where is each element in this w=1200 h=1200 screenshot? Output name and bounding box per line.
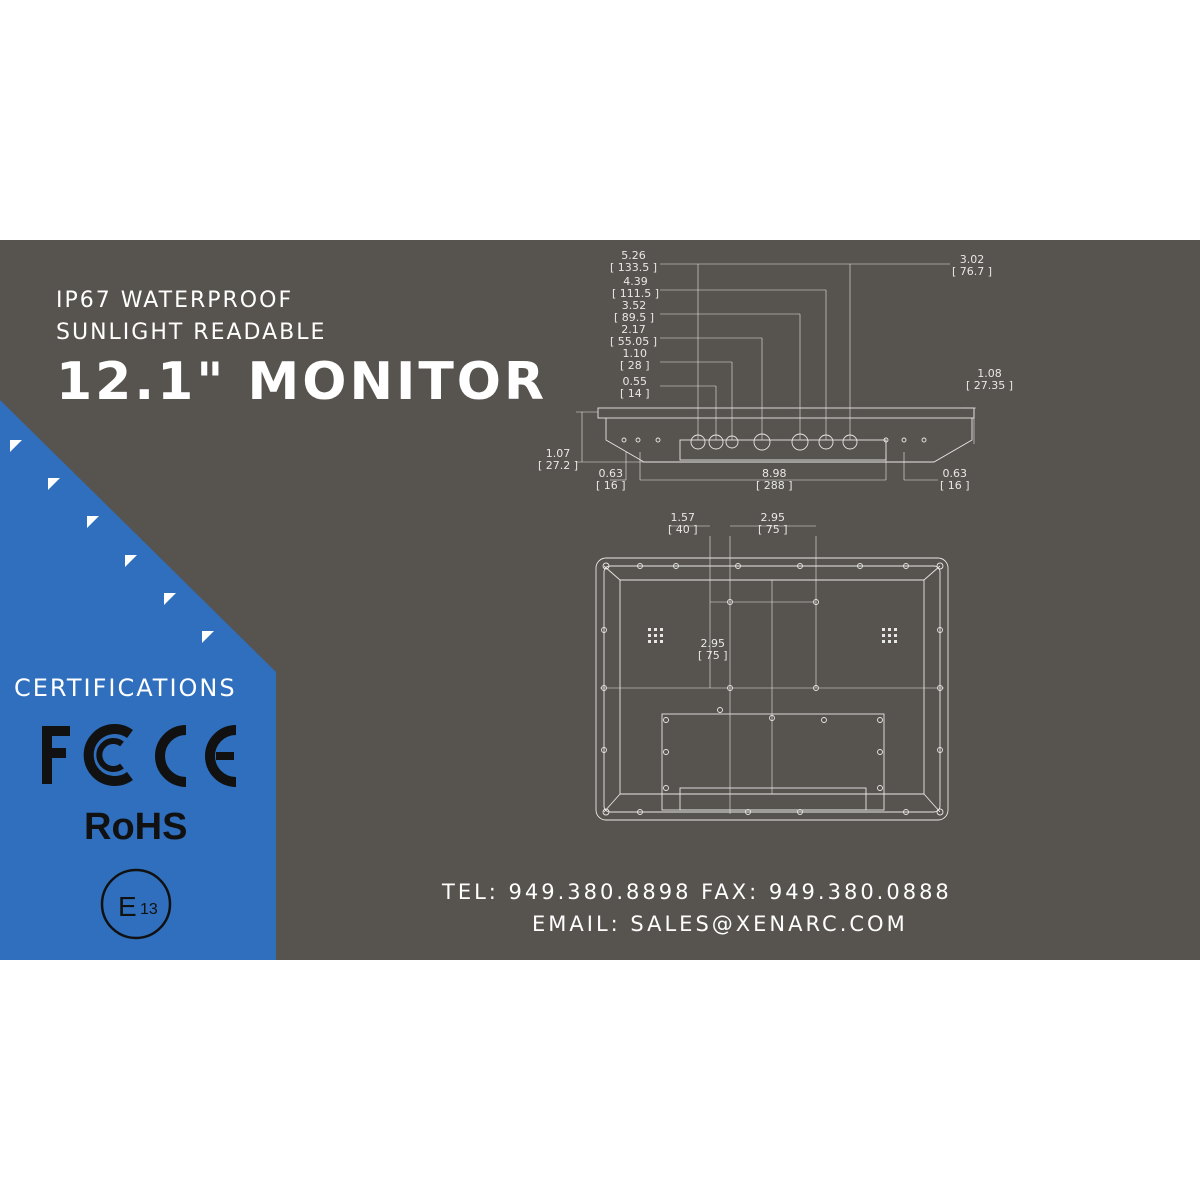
rear-view bbox=[595, 525, 949, 821]
decorative-triangles bbox=[10, 440, 214, 643]
dim-2-95-vertical: 2.95 [ 75 ] bbox=[698, 637, 728, 662]
triangle-icon bbox=[87, 516, 99, 528]
contact-phone-fax: TEL: 949.380.8898 FAX: 949.380.0888 bbox=[442, 880, 952, 904]
dim-2-17: 2.17 [ 55.05 ] bbox=[610, 323, 658, 348]
side-view bbox=[576, 263, 976, 481]
product-title: 12.1" MONITOR bbox=[56, 352, 548, 412]
e-mark-number: 13 bbox=[140, 901, 158, 918]
product-banner: IP67 WATERPROOF SUNLIGHT READABLE 12.1" … bbox=[0, 240, 1200, 960]
rohs-logo: RoHS bbox=[84, 806, 188, 848]
side-body bbox=[605, 418, 973, 463]
certification-panel bbox=[0, 400, 276, 960]
blue-panel-shape bbox=[0, 400, 276, 960]
certification-logos: E 13 bbox=[42, 724, 237, 940]
side-screws bbox=[621, 437, 927, 443]
feature-sunlight-readable: SUNLIGHT READABLE bbox=[56, 320, 327, 345]
dim-1-08: 1.08 [ 27.35 ] bbox=[966, 367, 1014, 392]
rear-connector-strip bbox=[679, 787, 867, 811]
dim-5-26: 5.26 [ 133.5 ] bbox=[610, 249, 658, 274]
dim-3-02: 3.02 [ 76.7 ] bbox=[952, 253, 993, 278]
dim-0-63-left: 0.63 [ 16 ] bbox=[596, 467, 626, 492]
certifications-label: CERTIFICATIONS bbox=[14, 674, 237, 702]
side-dimension-lines bbox=[576, 263, 976, 481]
technical-drawing bbox=[576, 263, 976, 821]
dim-8-98: 8.98 [ 288 ] bbox=[756, 467, 793, 492]
vesa-holes bbox=[727, 599, 819, 691]
ce-logo bbox=[155, 725, 237, 787]
dim-4-39: 4.39 [ 111.5 ] bbox=[612, 275, 660, 300]
e13-logo: E 13 bbox=[100, 868, 172, 940]
dim-1-07: 1.07 [ 27.2 ] bbox=[538, 447, 579, 472]
contact-email[interactable]: EMAIL: SALES@XENARC.COM bbox=[532, 912, 908, 936]
vesa-guides bbox=[600, 525, 944, 814]
vent-grilles bbox=[648, 628, 897, 643]
triangle-icon bbox=[164, 593, 176, 605]
triangle-icon bbox=[202, 631, 214, 643]
rear-screws bbox=[601, 562, 944, 816]
rear-outer-frame bbox=[595, 557, 949, 821]
dim-2-95-horizontal: 2.95 [ 75 ] bbox=[758, 511, 788, 536]
connector-block bbox=[679, 439, 887, 461]
dim-0-55: 0.55 [ 14 ] bbox=[620, 375, 650, 400]
rear-access-cover bbox=[661, 713, 885, 811]
fcc-logo bbox=[42, 724, 133, 786]
rear-bezel bbox=[603, 565, 941, 813]
triangle-icon bbox=[10, 440, 22, 452]
dim-0-63-right: 0.63 [ 16 ] bbox=[940, 467, 970, 492]
dim-1-57: 1.57 [ 40 ] bbox=[668, 511, 698, 536]
triangle-icon bbox=[48, 478, 60, 490]
side-bezel bbox=[597, 407, 975, 419]
triangle-icon bbox=[125, 555, 137, 567]
dim-3-52: 3.52 [ 89.5 ] bbox=[614, 299, 655, 324]
e-mark-letter: E bbox=[118, 891, 137, 922]
feature-waterproof: IP67 WATERPROOF bbox=[56, 288, 294, 313]
dim-1-10: 1.10 [ 28 ] bbox=[620, 347, 650, 372]
